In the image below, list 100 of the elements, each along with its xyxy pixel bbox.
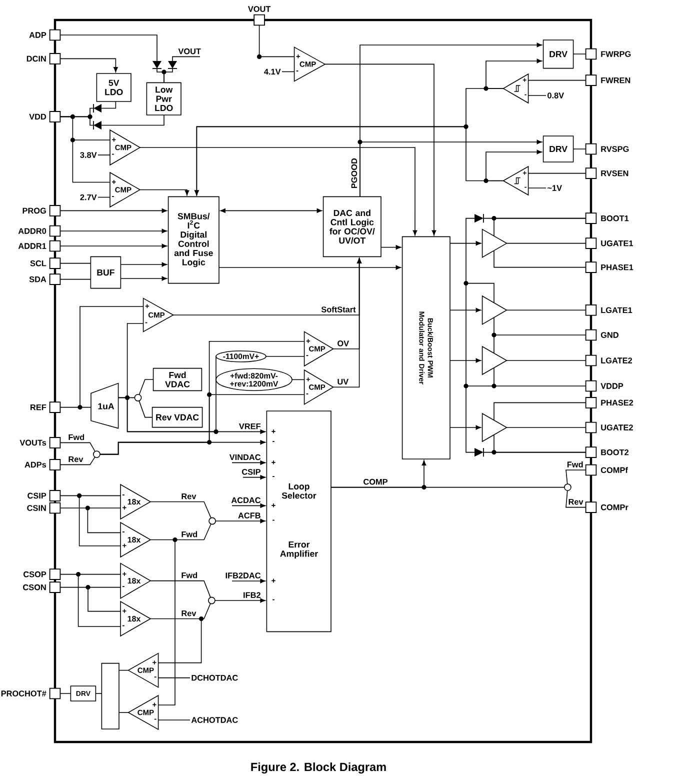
pin-name: ADDR1 bbox=[18, 243, 46, 249]
arrow bbox=[218, 265, 402, 270]
pin-name: PROCHOT# bbox=[1, 690, 46, 696]
wire-label: OV bbox=[338, 340, 349, 346]
driver-triangle bbox=[482, 228, 508, 258]
pin-name: UGATE2 bbox=[601, 424, 633, 430]
arrow bbox=[118, 397, 266, 434]
block-box: DRV bbox=[542, 40, 574, 69]
pin-name: PHASE2 bbox=[601, 400, 634, 406]
wire bbox=[483, 452, 586, 453]
switch-contact bbox=[134, 394, 142, 402]
wire bbox=[506, 427, 586, 428]
wire bbox=[572, 148, 586, 150]
pin-name: COMPf bbox=[600, 467, 628, 474]
arrow bbox=[450, 425, 482, 430]
wire bbox=[60, 442, 96, 452]
arrow bbox=[450, 241, 482, 246]
block-box: Rev VDAC bbox=[152, 406, 203, 428]
arrow bbox=[60, 208, 168, 213]
wire bbox=[150, 501, 212, 518]
block-box: DAC and Cntl Logic for OC/OV/ UV/OT bbox=[322, 196, 382, 258]
arrow bbox=[232, 504, 266, 508]
arrow bbox=[214, 598, 266, 603]
wire bbox=[150, 524, 212, 706]
pin-name: CSIN bbox=[27, 505, 46, 511]
arrow bbox=[60, 228, 168, 234]
signal-label: 3.8V bbox=[80, 152, 97, 158]
wire-label: COMP bbox=[364, 478, 388, 485]
pin-name: BOOT2 bbox=[601, 449, 629, 456]
wire-label: Rev bbox=[568, 498, 584, 505]
wire-label: SoftStart bbox=[321, 306, 356, 312]
arrow bbox=[450, 308, 482, 312]
wire-label: IFB2DAC bbox=[226, 572, 261, 578]
pin-name: VDDP bbox=[600, 383, 624, 389]
pin-name: CSOP bbox=[24, 571, 46, 578]
wire bbox=[138, 379, 154, 396]
current-source: 1uA bbox=[90, 382, 119, 429]
arrow bbox=[120, 262, 168, 267]
node-label: Loop Selector bbox=[282, 483, 316, 499]
wire bbox=[60, 262, 92, 264]
arrow bbox=[120, 276, 168, 281]
arrow bbox=[60, 244, 168, 248]
chip-outline bbox=[54, 18, 592, 744]
signal-label: DCHOTDAC bbox=[192, 674, 238, 681]
wire-label: Fwd bbox=[182, 572, 198, 578]
arrow bbox=[232, 578, 266, 584]
wire bbox=[258, 24, 295, 58]
wire-label: Rev bbox=[182, 610, 196, 616]
wire bbox=[172, 56, 200, 62]
wire-label: Fwd bbox=[68, 434, 84, 440]
wire bbox=[60, 108, 94, 118]
wire bbox=[506, 242, 586, 244]
wire bbox=[60, 34, 158, 62]
block-box: 5V LDO bbox=[96, 73, 132, 102]
pin-name: RVSEN bbox=[601, 170, 628, 176]
wire bbox=[118, 712, 129, 713]
wire bbox=[60, 456, 96, 466]
diode-symbol bbox=[474, 214, 484, 224]
block-box: SMBus/ I$^{2}$C Digital Control and Fuse Logic bbox=[168, 196, 220, 284]
wire bbox=[494, 402, 586, 421]
arrow bbox=[215, 518, 266, 524]
wire bbox=[528, 172, 586, 174]
signal-label: 2.7V bbox=[80, 194, 97, 200]
arrow bbox=[324, 64, 436, 236]
wire-label: UV bbox=[338, 378, 349, 385]
pin-name: CSIP bbox=[28, 492, 46, 499]
wire bbox=[483, 218, 586, 219]
blank-box bbox=[101, 662, 120, 730]
pin-name: VOUT bbox=[248, 6, 271, 12]
signal-label: ACHOTDAC bbox=[191, 717, 238, 723]
wire bbox=[156, 68, 164, 84]
wire-label: IFB2 bbox=[244, 592, 260, 598]
pin-name: DCIN bbox=[26, 56, 46, 62]
wire bbox=[150, 580, 211, 598]
wire-label: Fwd bbox=[567, 461, 583, 468]
pin-name: REF bbox=[30, 404, 46, 410]
arrow bbox=[450, 358, 482, 363]
wire bbox=[60, 586, 121, 612]
switch-contact bbox=[208, 596, 216, 604]
wire bbox=[101, 101, 116, 109]
wire-label: ACDAC bbox=[231, 497, 261, 504]
block-box: Fwd VDAC bbox=[152, 368, 202, 392]
wire bbox=[566, 470, 586, 484]
wire bbox=[330, 486, 565, 488]
pin-name: PROG bbox=[22, 208, 46, 214]
wire bbox=[158, 677, 190, 678]
wire bbox=[566, 490, 586, 508]
node-label: Error Amplifier bbox=[280, 541, 318, 559]
switch-contact bbox=[93, 450, 100, 458]
arrow bbox=[360, 140, 542, 198]
block-box: Low Pwr LDO bbox=[146, 82, 182, 116]
switch-contact bbox=[208, 517, 216, 525]
pin-name: SCL bbox=[30, 260, 46, 266]
arrow bbox=[242, 475, 266, 480]
wire-label: PGOOD bbox=[351, 158, 358, 188]
pin-name: ADPs bbox=[24, 462, 46, 468]
wire bbox=[528, 95, 546, 96]
diode-symbol bbox=[168, 61, 178, 69]
wire bbox=[282, 71, 295, 72]
wire-label: CSIP bbox=[242, 469, 261, 475]
